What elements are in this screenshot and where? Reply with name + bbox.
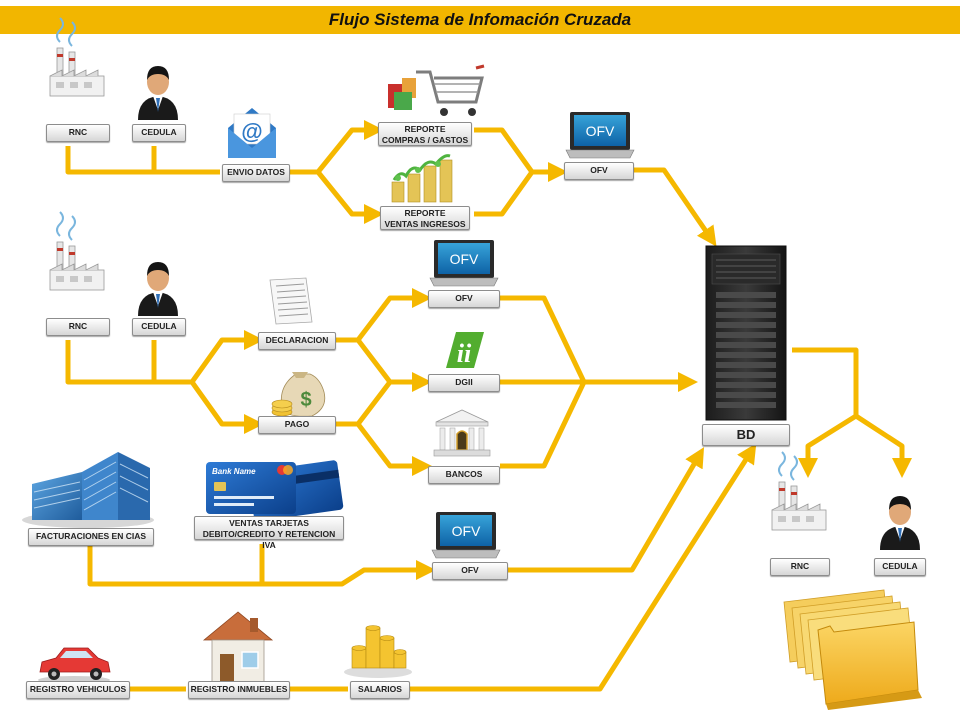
title-bar: [0, 6, 960, 34]
label-registro-inmuebles: REGISTRO INMUEBLES: [188, 681, 290, 699]
label-salarios: SALARIOS: [350, 681, 410, 699]
flow-line: [508, 447, 705, 573]
label-cedula: CEDULA: [874, 558, 926, 576]
person-icon: [138, 262, 178, 316]
flow-line: [356, 422, 432, 476]
label-rnc: RNC: [46, 318, 110, 336]
flow-line: [189, 380, 264, 434]
flow-line: [500, 295, 587, 384]
svg-text:ii: ii: [457, 339, 472, 368]
factory-icon: [771, 451, 827, 531]
person-icon: [880, 496, 920, 550]
dgii-logo-icon: ii: [442, 328, 486, 372]
flow-line: [500, 380, 587, 469]
laptop-icon: OFV: [565, 111, 635, 159]
svg-text:@: @: [241, 119, 262, 144]
label-dgii: DGII: [428, 374, 500, 392]
house-icon: [202, 611, 274, 685]
label-facturaciones: FACTURACIONES EN CIAS: [28, 528, 154, 546]
svg-text:$: $: [300, 389, 311, 411]
document-icon: [269, 277, 313, 325]
label-bancos: BANCOS: [428, 466, 500, 484]
server-icon: [705, 245, 787, 421]
label-declaracion: DECLARACION: [258, 332, 336, 350]
page-title: Flujo Sistema de Infomación Cruzada: [328, 10, 632, 29]
bank-building-icon: [433, 409, 491, 457]
flow-line: [474, 162, 568, 217]
money-growth-icon: [391, 154, 453, 203]
flow-line: [336, 288, 432, 343]
money-bag-icon: $: [271, 372, 326, 417]
laptop-screen-text: OFV: [452, 523, 481, 539]
flow-line: [356, 338, 432, 392]
person-icon: [138, 66, 178, 120]
credit-cards-icon: Bank Name: [206, 460, 344, 522]
folders-icon: [783, 589, 922, 710]
coins-icon: [344, 625, 412, 678]
label-ofv: OFV: [564, 162, 634, 180]
flow-line: [336, 380, 392, 427]
label-rnc: RNC: [770, 558, 830, 576]
label-pago: PAGO: [258, 416, 336, 434]
laptop-screen-text: OFV: [586, 123, 615, 139]
label-registro-vehiculos: REGISTRO VEHICULOS: [26, 681, 130, 699]
laptop-screen-text: OFV: [450, 251, 479, 267]
email-icon: @: [228, 108, 276, 158]
flow-line: [65, 340, 192, 385]
flow-line: [792, 347, 859, 478]
label-bd: BD: [702, 424, 790, 446]
label-ofv: OFV: [432, 562, 508, 580]
flow-line: [87, 544, 265, 587]
flow-line: [262, 560, 436, 587]
flow-line: [316, 170, 384, 224]
label-envio-datos: ENVIO DATOS: [222, 164, 290, 182]
bank-card-text: Bank Name: [212, 467, 256, 476]
laptop-icon: OFV: [431, 511, 501, 559]
flow-line: [634, 167, 717, 247]
label-ofv: OFV: [428, 290, 500, 308]
flow-line: [410, 443, 757, 692]
car-icon: [38, 647, 111, 684]
label-cedula: CEDULA: [132, 318, 186, 336]
label-rnc: RNC: [46, 124, 110, 142]
shopping-cart-icon: [388, 64, 485, 116]
laptop-icon: OFV: [429, 239, 499, 287]
factory-icon: [49, 211, 105, 291]
flow-line: [65, 146, 220, 175]
flow-line: [290, 120, 384, 175]
flow-line: [854, 413, 912, 478]
flow-line: [189, 330, 264, 384]
factory-icon: [49, 17, 105, 97]
label-cedula: CEDULA: [132, 124, 186, 142]
flow-line: [474, 127, 535, 174]
office-building-icon: [22, 452, 154, 528]
